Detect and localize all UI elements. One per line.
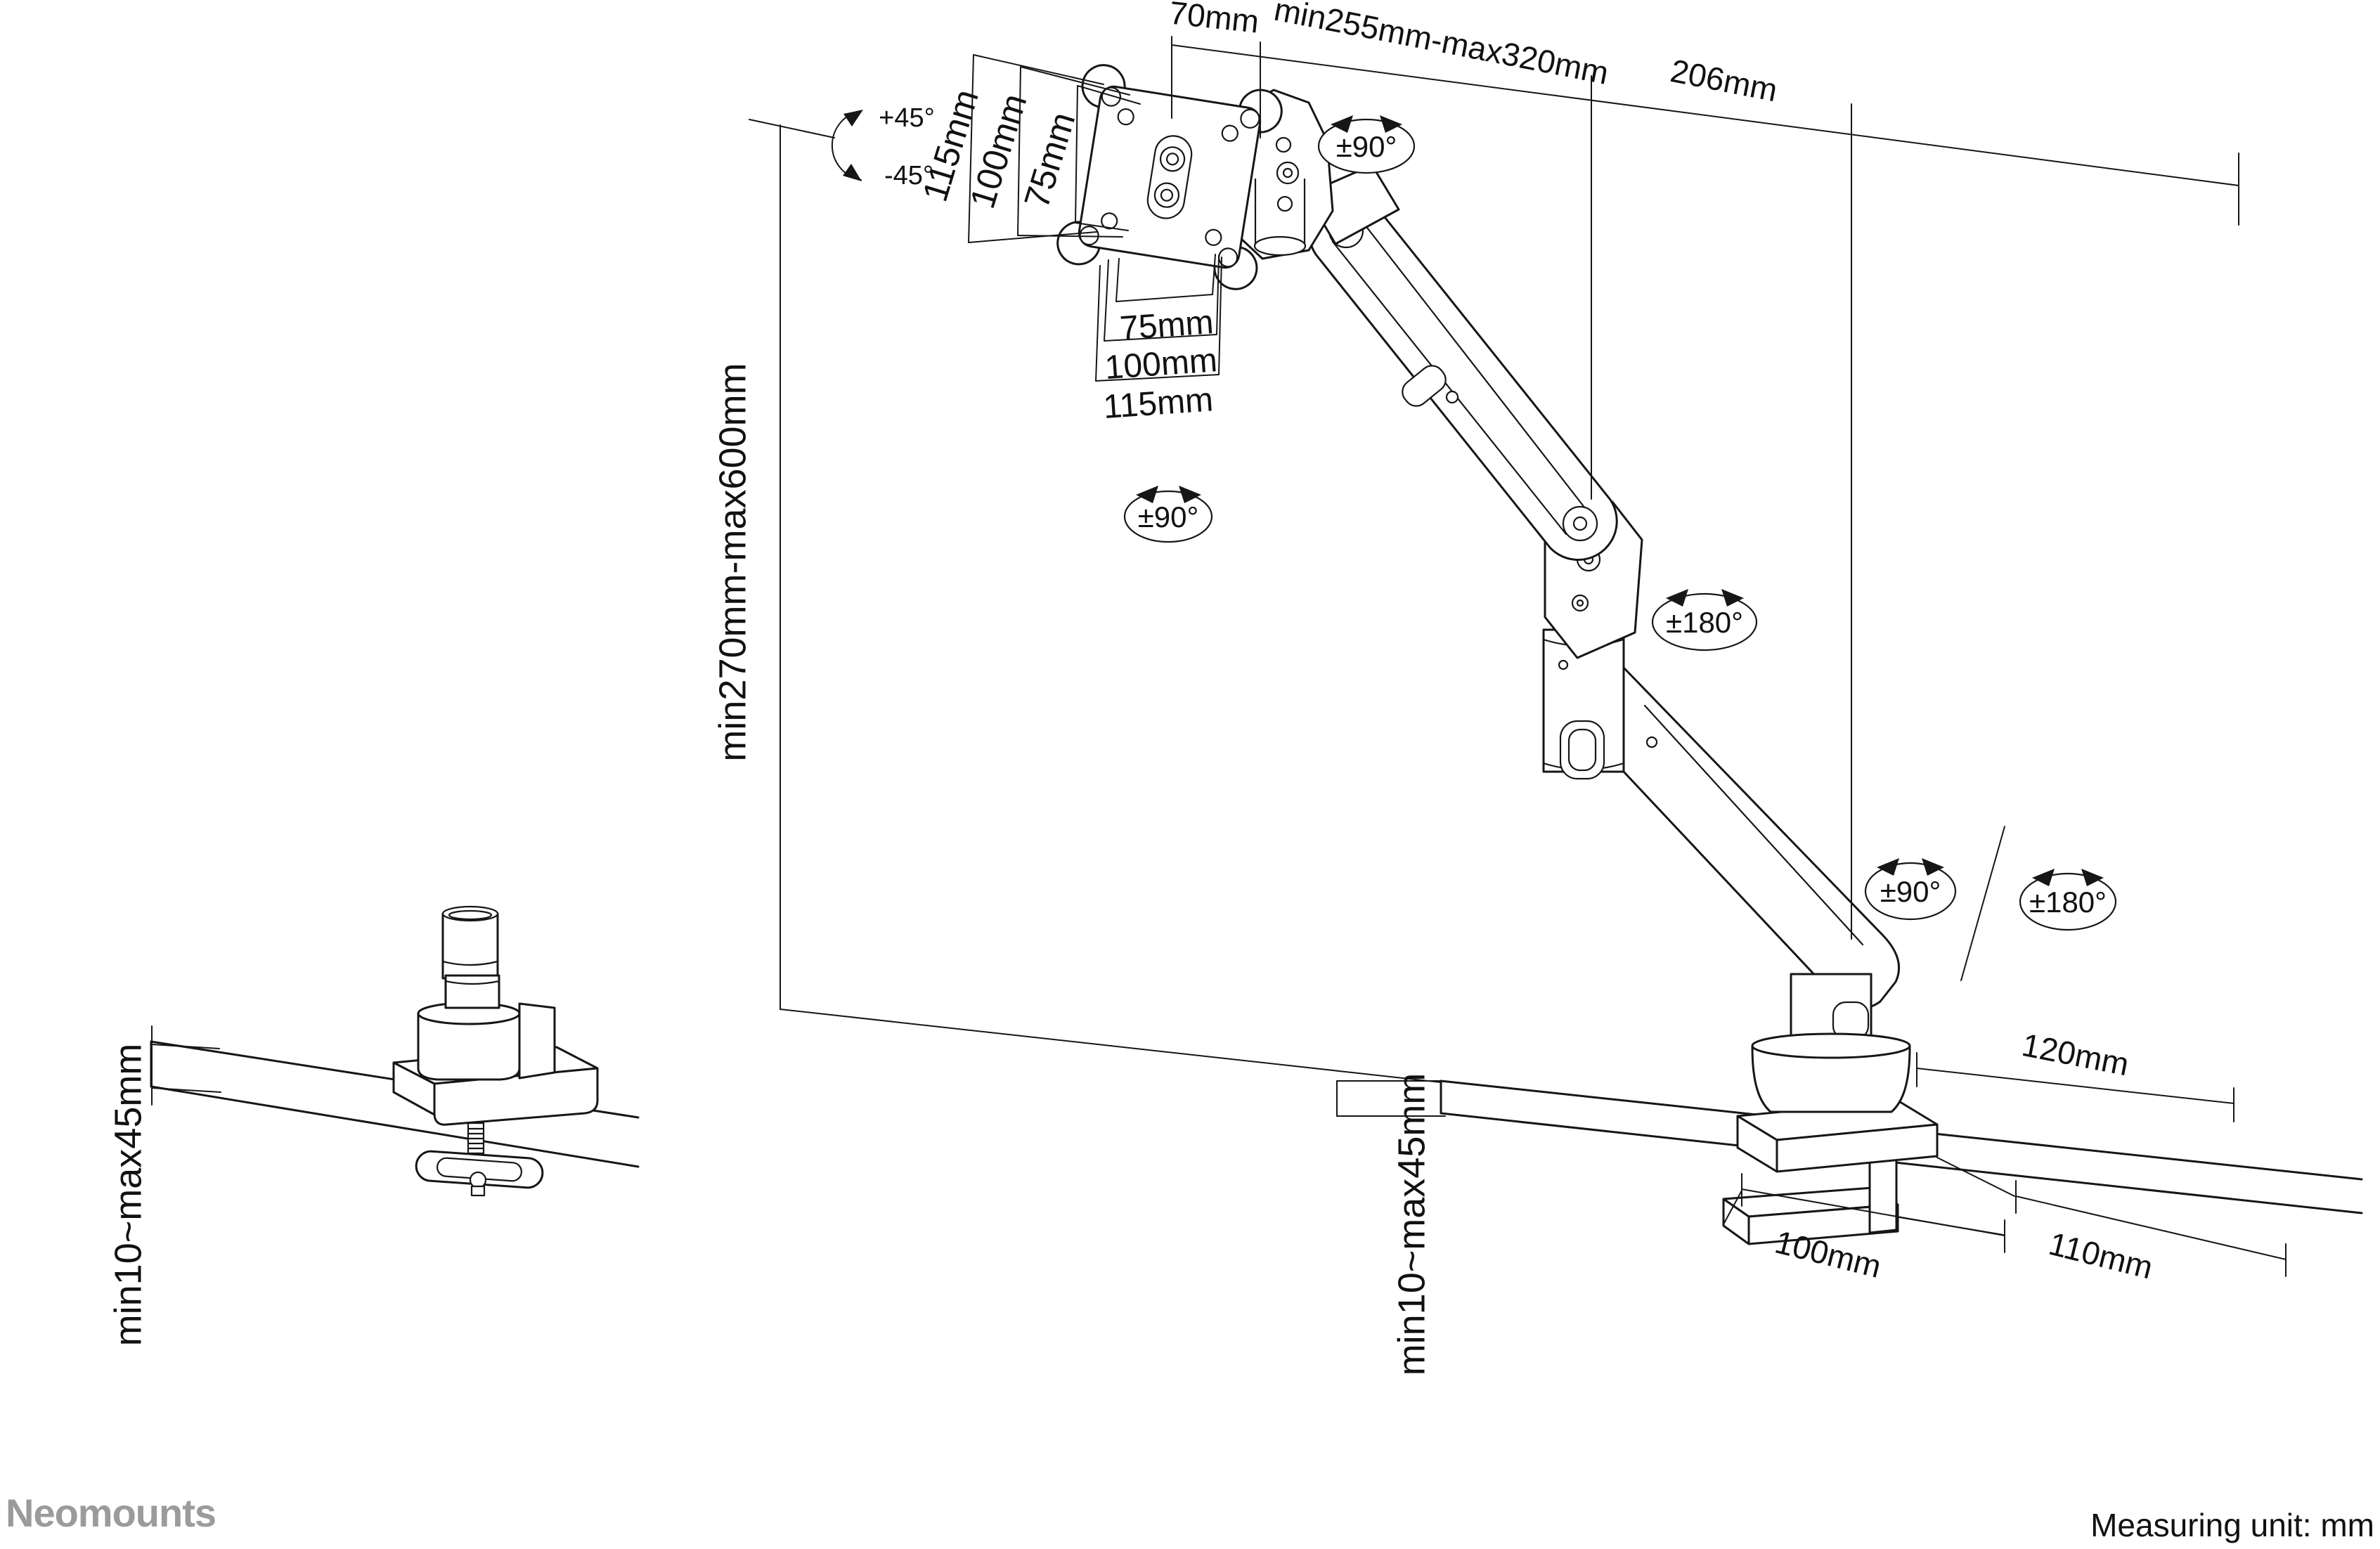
dimension-lines xyxy=(151,36,2287,1277)
dim-base-diagonal: 110mm xyxy=(2045,1225,2156,1286)
vesa-hole-75 xyxy=(1205,228,1222,246)
dim-lower-arm-offset: 206mm xyxy=(1667,52,1780,108)
monitor-arm xyxy=(1056,64,1911,1113)
head-swivel-annotation xyxy=(1317,115,1416,174)
vesa-hole-75 xyxy=(1101,212,1118,230)
arrow-left-icon xyxy=(1331,115,1353,133)
clamp-web xyxy=(1868,1155,1898,1234)
grommet-mount-assembly xyxy=(392,905,599,1197)
head-swivel-label: ±90° xyxy=(1336,130,1397,163)
head-rotate-annotation xyxy=(1123,486,1213,543)
arrow-right-icon xyxy=(2081,869,2104,886)
dim-vesa-horizontal-100: 100mm xyxy=(1104,342,1218,387)
base-bell xyxy=(1751,1032,1911,1113)
grommet-pole xyxy=(441,905,500,1009)
annotation-labels: +45° -45° ±90° ±90° ±180° ±90° ±180° xyxy=(879,103,2107,919)
arrow-right-icon xyxy=(1380,115,1402,133)
measuring-unit-note: Measuring unit: mm xyxy=(2090,1507,2374,1543)
dim-vesa-depth: 70mm xyxy=(1168,0,1261,40)
lower-arm xyxy=(1622,666,1901,1010)
arrow-right-icon xyxy=(1179,486,1201,503)
clamp-screw-nut xyxy=(469,1171,487,1189)
arrow-down-icon xyxy=(843,164,862,181)
dim-desk-thickness-left: min10~max45mm xyxy=(107,1044,149,1347)
arrow-up-icon xyxy=(843,110,863,127)
dim-base-depth: 120mm xyxy=(2019,1026,2131,1082)
dim-height-range: min270mm-max600mm xyxy=(711,363,754,761)
clamp-screw-tip xyxy=(470,1185,486,1197)
dim-vesa-horizontal-75: 75mm xyxy=(1118,304,1215,347)
elbow-swivel-label: ±180° xyxy=(1666,606,1743,639)
tilt-down-label: -45° xyxy=(884,161,933,190)
grommet-cylinder xyxy=(417,1002,556,1081)
base-rotate-annotation xyxy=(2019,869,2117,931)
tilt-arc-annotation xyxy=(831,110,863,181)
base-swivel-label: ±90° xyxy=(1880,875,1941,908)
vesa-plate xyxy=(1056,64,1283,290)
elbow-swivel-annotation xyxy=(1651,589,1758,652)
dim-vesa-horizontal-115: 115mm xyxy=(1102,381,1215,426)
tilt-up-label: +45° xyxy=(879,103,935,133)
arrow-left-icon xyxy=(1666,589,1688,607)
brand-logo: Neomounts xyxy=(6,1491,216,1535)
base-swivel-annotation xyxy=(1864,858,1957,921)
vesa-hole-100 xyxy=(1240,108,1260,129)
base-rotate-label: ±180° xyxy=(2029,886,2107,919)
head-rotate-label: ±90° xyxy=(1138,500,1199,533)
arrow-left-icon xyxy=(2032,869,2055,886)
clamp-foot xyxy=(1722,1186,1899,1245)
arrow-right-icon xyxy=(1922,858,1944,876)
dim-arm-reach: min255mm-max320mm xyxy=(1272,0,1612,91)
annotation-divider-slash xyxy=(1960,826,2005,981)
dim-desk-thickness-right: min10~max45mm xyxy=(1390,1073,1432,1376)
arrow-right-icon xyxy=(1721,589,1744,607)
upper-arm xyxy=(1308,193,1618,561)
vesa-hole-75 xyxy=(1221,124,1238,142)
arrow-left-icon xyxy=(1877,858,1899,876)
desk-clamp-assembly xyxy=(1722,1099,1939,1245)
clamp-foot-oval xyxy=(415,1150,544,1189)
vesa-hole-75 xyxy=(1117,108,1134,126)
arrow-left-icon xyxy=(1136,486,1158,503)
